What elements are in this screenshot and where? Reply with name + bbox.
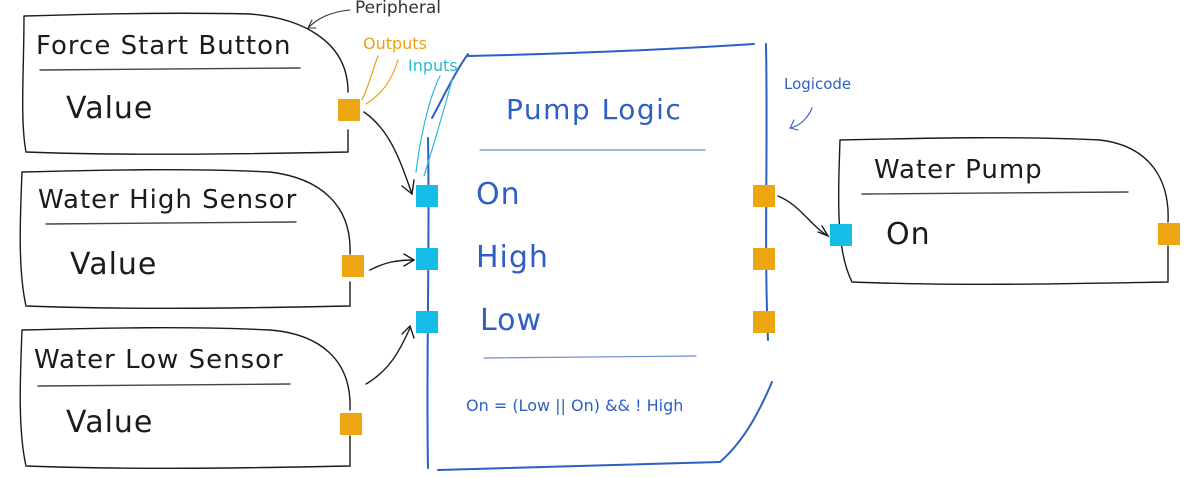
pump-logic-output-port-high[interactable] [753,248,775,270]
pump-logic-left-edge [426,137,430,469]
peripheral-annotation-arrow [306,9,351,29]
pump-logic-output-port-low[interactable] [753,311,775,333]
water-pump-input-port[interactable] [830,224,852,246]
water-low-sensor-output-port[interactable] [340,413,362,435]
pump-logic-input-port-on[interactable] [416,185,438,207]
water-high-sensor-underline [45,221,297,225]
water-high-sensor-box [19,168,351,310]
force-start-button-underline [39,67,301,71]
pump-logic-divider [483,355,697,359]
pump-logic-input-port-low[interactable] [416,311,438,333]
logicode-annotation: Logicode [784,75,852,93]
outputs-annotation: Outputs [363,34,427,53]
water-low-sensor-value-label: Value [66,405,154,440]
pump-logic-bottom-right [719,381,773,463]
pump-logic-title: Pump Logic [506,93,683,126]
arrowhead-pump [817,225,830,238]
pump-logic-formula: On = (Low || On) && ! High [466,396,684,415]
pump-logic-output-port-on[interactable] [753,185,775,207]
water-low-sensor-title: Water Low Sensor [34,345,284,375]
force-start-button-title: Force Start Button [36,31,292,61]
water-pump-output-port[interactable] [1158,223,1180,245]
pump-logic-bottom-edge [437,461,721,471]
pump-logic-top-edge [467,43,755,57]
pump-logic-input-on: On [476,177,521,212]
water-pump-title: Water Pump [874,155,1043,185]
arrowhead-high [403,253,416,267]
water-pump-on-label: On [886,217,931,252]
peripheral-annotation: Peripheral [355,0,441,18]
force-start-button-box [21,12,349,156]
pump-logic-input-port-high[interactable] [416,248,438,270]
logicode-annotation-arrow [789,107,813,131]
water-pump-box [837,136,1169,286]
pump-logic-input-low: Low [480,303,543,338]
outputs-annotation-arrow [361,55,399,105]
force-start-button-output-port[interactable] [338,99,360,121]
water-low-sensor-box [19,326,351,470]
pump-logic-input-high: High [476,240,549,275]
connection-on-to-pump [777,195,829,237]
inputs-annotation-arrow [415,75,453,177]
water-high-sensor-output-port[interactable] [342,255,364,277]
connection-high-to-high [369,259,415,271]
arrowhead-low [401,324,415,339]
water-low-sensor-underline [37,383,291,387]
inputs-annotation: Inputs [408,56,458,75]
connection-low-to-low [365,327,411,385]
water-high-sensor-value-label: Value [70,247,158,282]
force-start-button-value-label: Value [66,91,154,126]
arrowhead-on [401,179,415,196]
connection-force-start-to-on [363,111,413,195]
water-pump-underline [861,191,1129,195]
pump-logic-top-stroke [431,53,469,119]
water-high-sensor-title: Water High Sensor [38,185,298,215]
